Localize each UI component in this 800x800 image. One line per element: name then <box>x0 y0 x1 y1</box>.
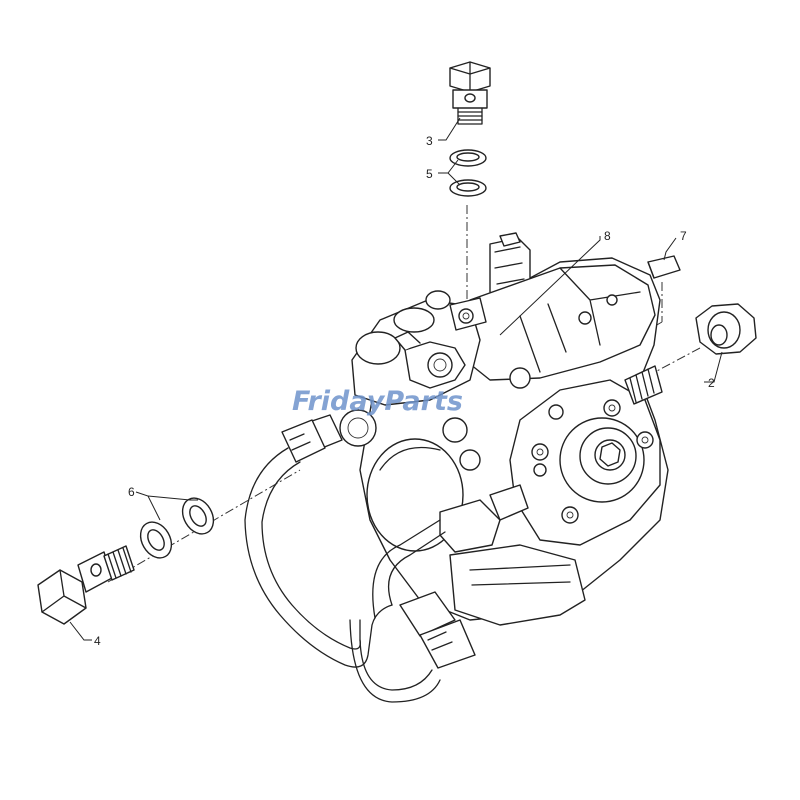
callout-labels: 2 3 4 5 6 7 8 <box>94 134 715 648</box>
sealing-washers-side <box>139 497 215 559</box>
callout-3: 3 <box>426 134 433 148</box>
pump-body <box>299 232 669 669</box>
leader-lines <box>69 117 723 641</box>
fuel-pipe <box>244 419 446 703</box>
woodruff-key <box>647 255 681 279</box>
callout-7: 7 <box>680 229 687 243</box>
callout-2: 2 <box>708 376 715 390</box>
callout-8: 8 <box>604 229 611 243</box>
callout-4: 4 <box>94 634 101 648</box>
callout-5: 5 <box>426 167 433 181</box>
watermark-logo: FridayParts <box>292 386 463 417</box>
nut <box>695 303 757 355</box>
banjo-bolt-side <box>37 545 135 625</box>
banjo-bolt-top <box>449 61 491 125</box>
callout-6: 6 <box>128 485 135 499</box>
watermark-text: FridayParts <box>292 386 463 417</box>
sealing-washers-top <box>449 149 487 197</box>
